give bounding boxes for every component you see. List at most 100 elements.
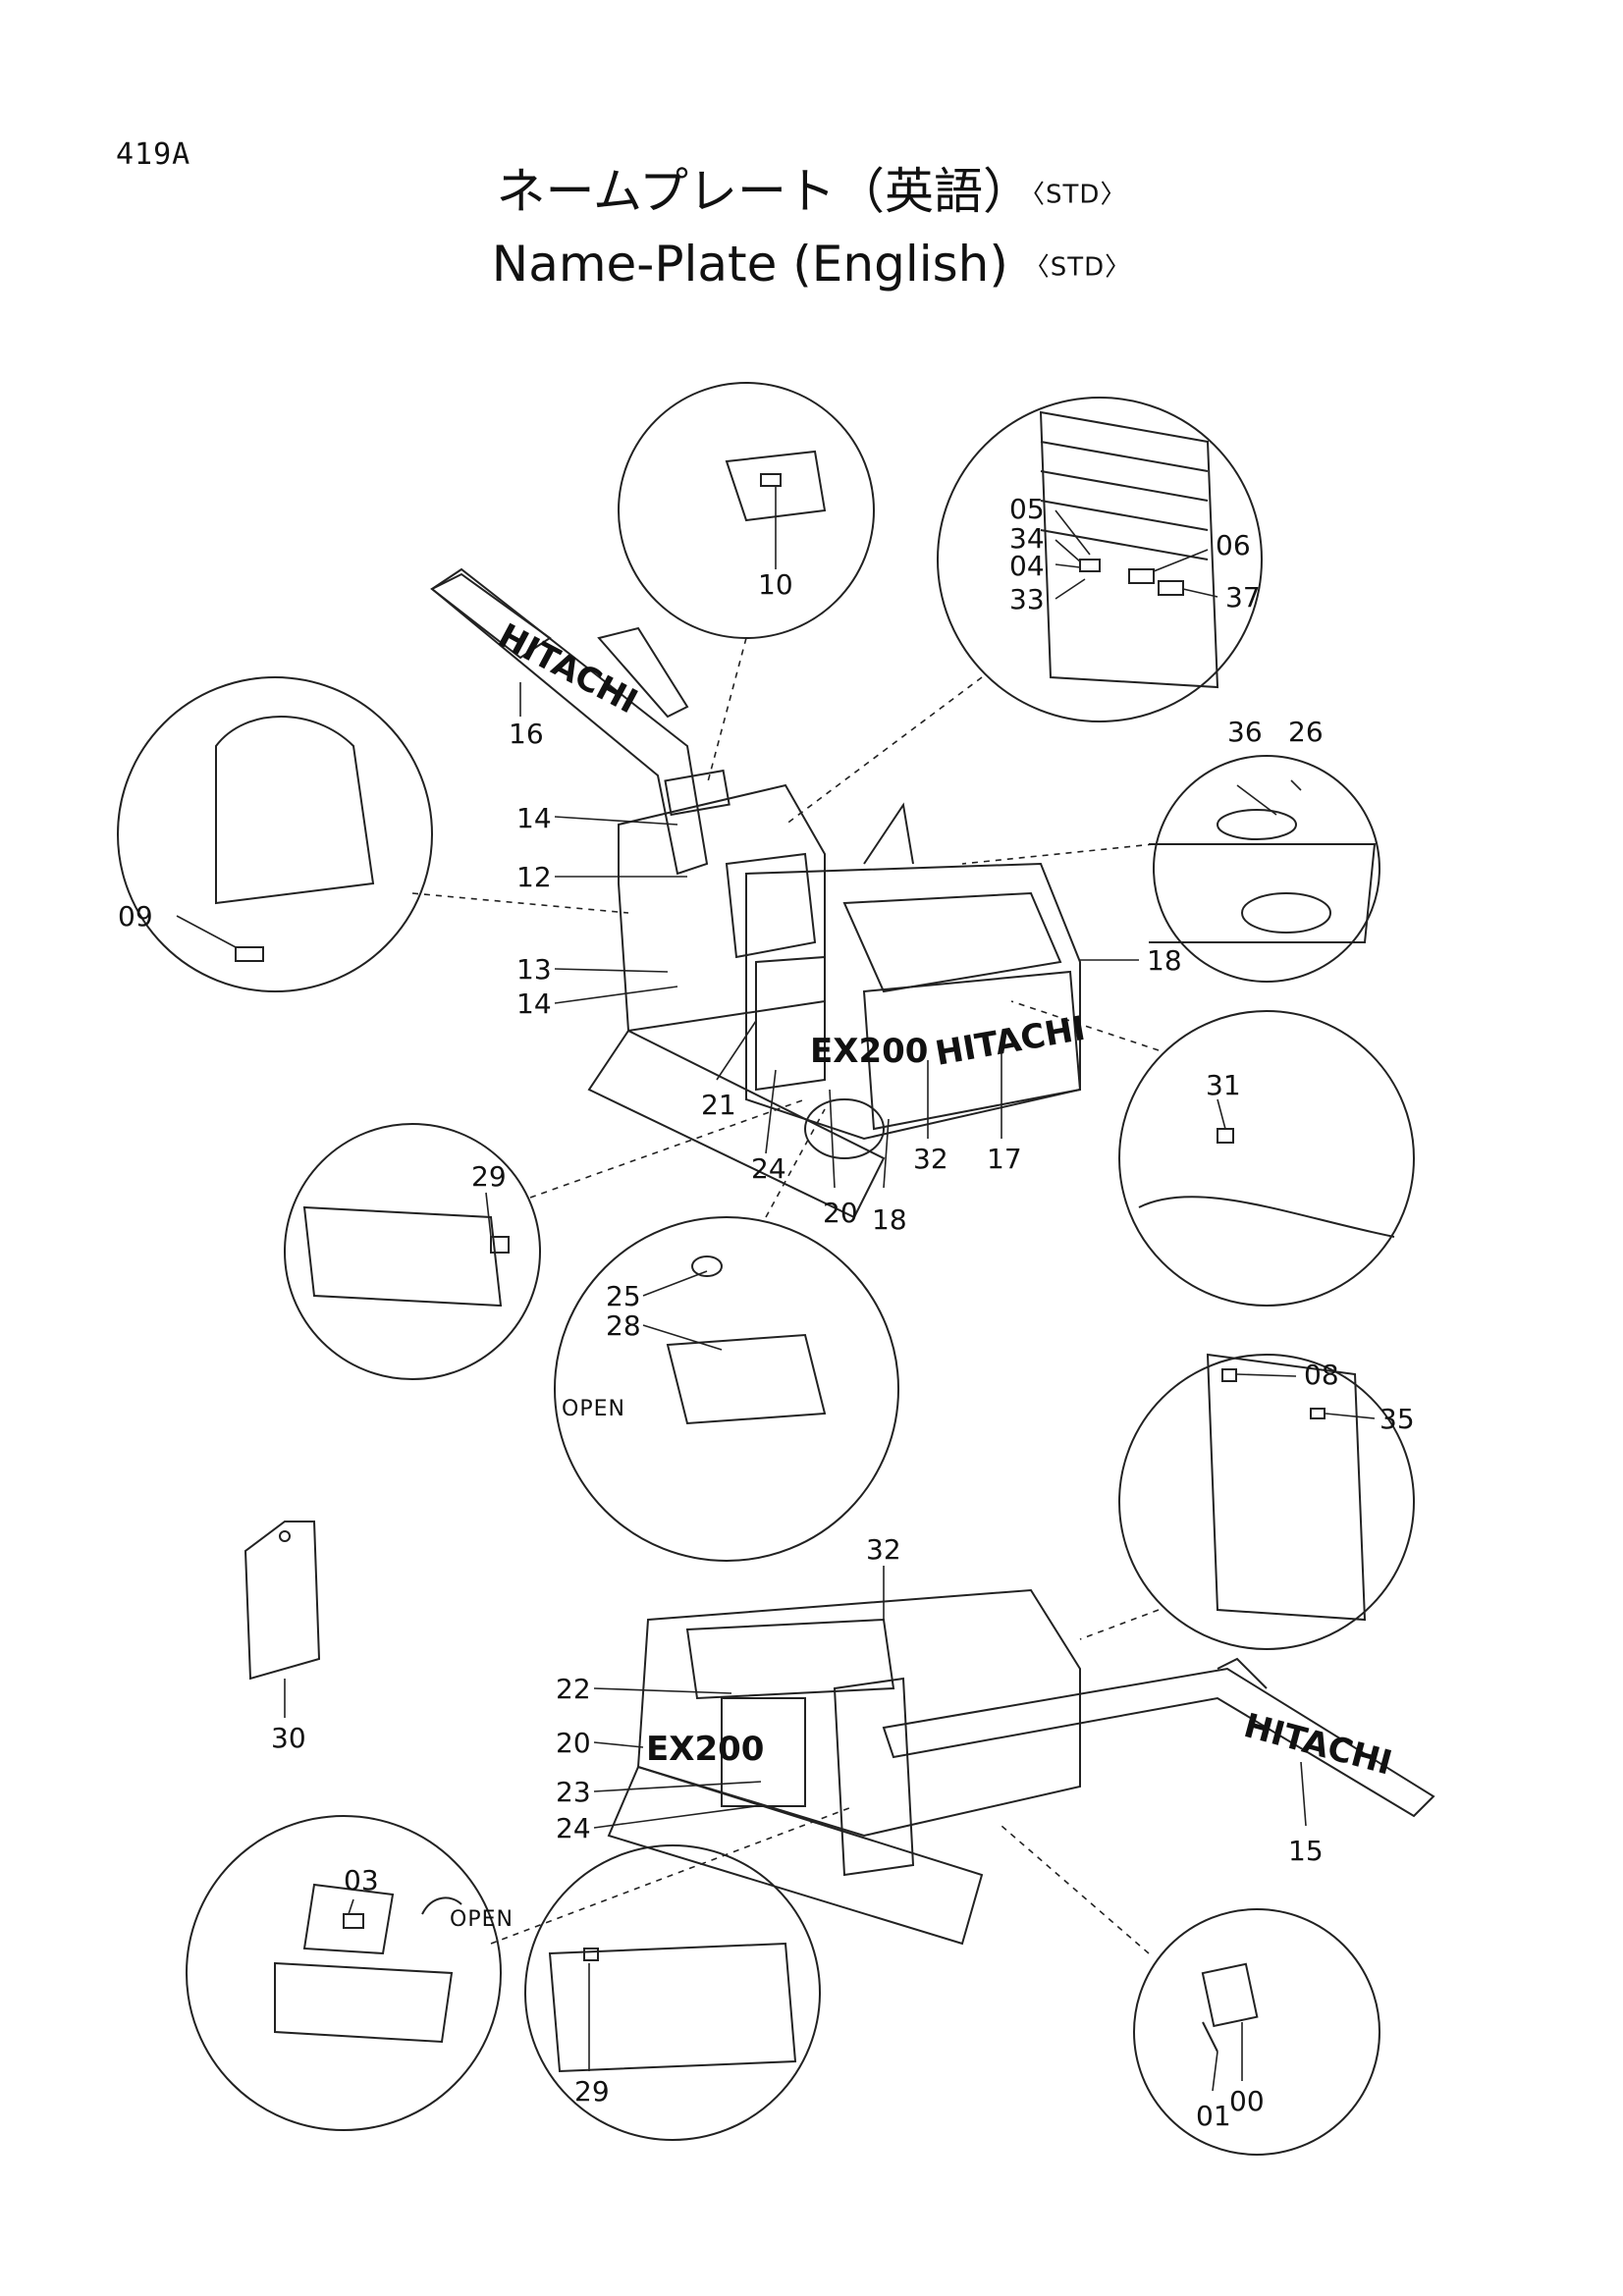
title-english: Name-Plate (English) 〈STD〉 [0, 230, 1623, 302]
fuel-cap-outer [1217, 809, 1297, 840]
title-en-tag: 〈STD〉 [1023, 252, 1132, 282]
leader-09 [176, 915, 237, 948]
callout-05: 05 [1009, 493, 1045, 525]
page-number: 419A [116, 137, 191, 172]
model-label-lower: EX200 [646, 1730, 764, 1769]
callout-10: 10 [758, 568, 793, 601]
lower-track [607, 1765, 984, 1946]
detail-circle-cab-ceiling [618, 382, 875, 639]
upper-counterweight [862, 970, 1082, 1131]
callout-34: 34 [1009, 522, 1045, 555]
upper-track [587, 1029, 886, 1219]
upper-idler-wheel [804, 1098, 885, 1159]
excavator-upper-view [430, 567, 1082, 1219]
upper-cab-window [725, 852, 817, 959]
callout-21: 21 [701, 1089, 736, 1121]
detail-circle-step-lower [524, 1844, 821, 2141]
callout-00: 00 [1229, 2085, 1265, 2117]
callout-36: 36 [1227, 716, 1263, 748]
detail-circle-toolbox [186, 1815, 502, 2131]
callout-24b: 24 [556, 1812, 591, 1844]
fuel-tank-plate [1149, 843, 1377, 943]
callout-18b: 18 [872, 1203, 907, 1236]
callout-25: 25 [606, 1280, 641, 1312]
cab-window-frame [1039, 410, 1219, 689]
lower-body [636, 1588, 1081, 1838]
callout-32b: 32 [866, 1533, 901, 1566]
label-08-plate [1221, 1368, 1237, 1382]
detail-circle-step [284, 1123, 541, 1380]
toolbox-lid [302, 1883, 395, 1955]
cab-door-frame [1206, 1353, 1367, 1622]
title-jp-tag: 〈STD〉 [1032, 180, 1127, 210]
leader-36 [1236, 784, 1277, 816]
callout-09: 09 [118, 900, 153, 933]
lower-cab [833, 1677, 915, 1877]
lower-arm [1217, 1657, 1268, 1689]
label-10-plate [760, 473, 782, 487]
bolt-01 [1202, 2021, 1218, 2053]
callout-17: 17 [987, 1143, 1022, 1175]
leader-cab-window [784, 676, 983, 826]
leader-01 [1212, 2051, 1218, 2092]
callout-06: 06 [1216, 529, 1251, 561]
leader-lines [411, 637, 1160, 1954]
label-35-plate [1310, 1408, 1325, 1419]
cab-window-lines [1040, 441, 1209, 561]
serial-plate-00 [1201, 1962, 1259, 2028]
callout-14b: 14 [516, 988, 552, 1020]
cab-ceiling-part [725, 450, 827, 522]
title-jp-text: ネームプレート（英語） [496, 163, 1033, 220]
label-31-plate [1217, 1128, 1234, 1144]
detail-circle-pump [1118, 1010, 1415, 1307]
title-block: ネームプレート（英語）〈STD〉 Name-Plate (English) 〈S… [0, 157, 1623, 301]
label-04-plate [1079, 559, 1101, 572]
step-detail [302, 1205, 503, 1308]
leader-04 [1055, 563, 1081, 568]
lower-boom [882, 1667, 1435, 1818]
leader-26 [1290, 779, 1302, 791]
leader-05 [1055, 509, 1091, 556]
leader-23 [593, 1781, 762, 1792]
callout-29b: 29 [574, 2075, 610, 2108]
leader-14b [554, 986, 678, 1004]
leader-battery [765, 1108, 826, 1218]
leader-serial-plate [1001, 1825, 1150, 1954]
leader-37 [1182, 588, 1218, 598]
lower-engine-cover [685, 1618, 895, 1700]
leader-toolbox [490, 1805, 855, 1945]
detail-circle-battery [554, 1216, 899, 1562]
leader-31 [1217, 1098, 1226, 1130]
callout-20b: 20 [556, 1727, 591, 1759]
label-03-plate [343, 1913, 364, 1929]
callout-37: 37 [1225, 581, 1261, 614]
label-29-plate-lower [583, 1948, 599, 1961]
leader-15 [1300, 1761, 1307, 1827]
upper-body [745, 862, 1081, 1141]
callout-28: 28 [606, 1309, 641, 1342]
leader-13 [554, 968, 669, 973]
leader-03 [348, 1898, 354, 1915]
upper-cab-roof-plate [664, 769, 730, 817]
brand-label-boom-lower: HITACHI [1240, 1706, 1396, 1784]
leader-22 [593, 1687, 732, 1694]
callout-29a: 29 [471, 1160, 507, 1193]
callout-numbers: 10 05 34 04 33 06 37 16 36 26 14 12 09 1… [118, 493, 1415, 2132]
excavator-lower-view [607, 1588, 1435, 1946]
leader-20b [593, 1741, 644, 1748]
leader-25 [642, 1270, 708, 1297]
toolbox-body [274, 1961, 454, 2044]
open-arrow-lower [421, 1896, 462, 1915]
callout-14a: 14 [516, 802, 552, 834]
fuel-cap-inner [1241, 892, 1331, 934]
leader-20a [829, 1089, 836, 1189]
callout-18a: 18 [1147, 944, 1182, 977]
callout-22: 22 [556, 1673, 591, 1705]
upper-engine-cover [842, 891, 1062, 993]
leader-35 [1325, 1413, 1376, 1419]
upper-handrail [863, 802, 914, 865]
callout-20a: 20 [823, 1197, 858, 1229]
battery-cap [691, 1255, 723, 1277]
upper-cylinder [597, 626, 689, 719]
model-label-upper: EX200 [810, 1032, 928, 1071]
